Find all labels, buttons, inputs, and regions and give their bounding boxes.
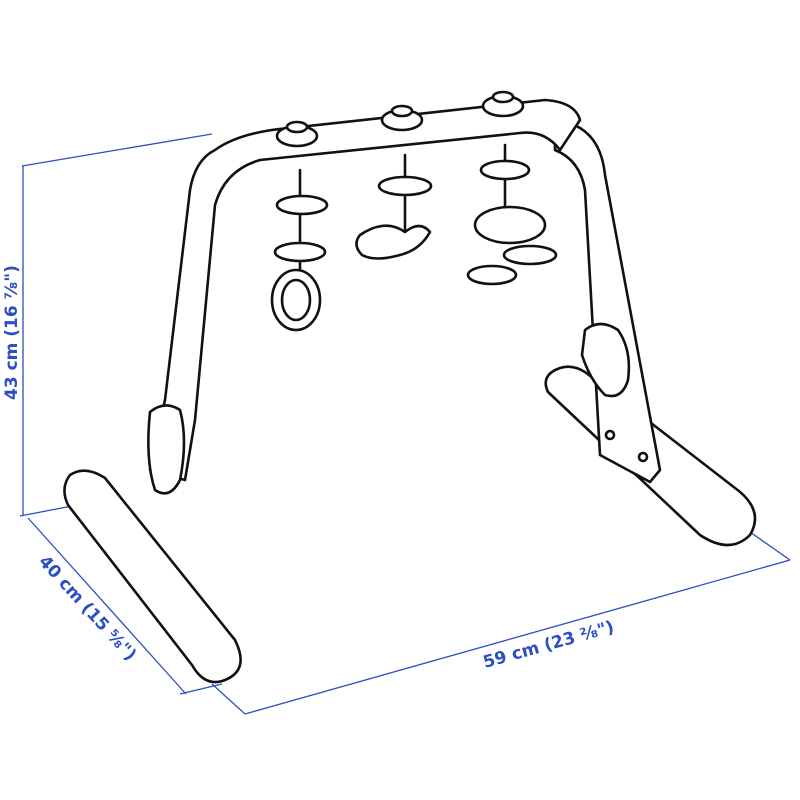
frame-top-bar <box>148 98 582 482</box>
toy-fabric <box>355 153 433 260</box>
right-leg <box>553 118 662 484</box>
depth-dimension <box>27 517 223 695</box>
bolt-icon <box>604 429 616 441</box>
bolt-icon <box>637 451 649 463</box>
toy-discs <box>466 143 558 286</box>
toy-ring <box>270 168 329 332</box>
left-base-foot <box>63 469 242 684</box>
left-knob <box>147 404 186 495</box>
height-label: 43 cm (16 ⅞") <box>2 265 22 400</box>
width-label: 59 cm (23 ²⁄₈") <box>481 617 616 673</box>
top-caps <box>275 90 525 148</box>
width-dimension <box>211 524 791 715</box>
height-dimension <box>19 133 213 517</box>
right-knob <box>580 322 631 398</box>
